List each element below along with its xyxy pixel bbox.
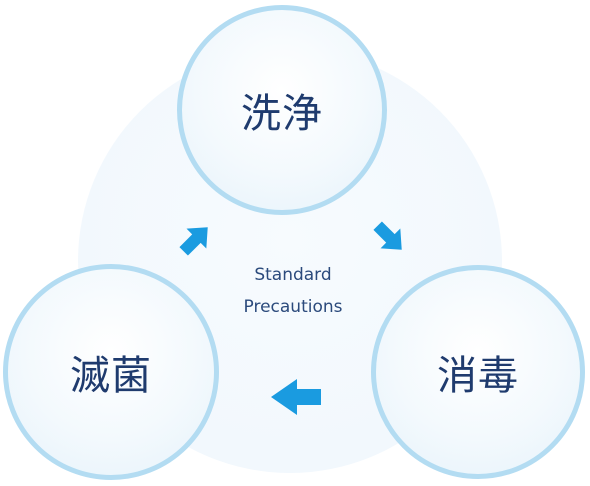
node-cleaning: 洗浄 <box>177 5 387 215</box>
node-sterilization-label: 滅菌 <box>70 353 152 399</box>
node-cleaning-label: 洗浄 <box>241 91 323 137</box>
arrow-up-right-icon <box>170 220 220 260</box>
center-label-line1: Standard <box>254 265 332 285</box>
center-label: Standard Precautions <box>193 259 393 323</box>
node-sterilization: 滅菌 <box>3 264 219 480</box>
arrow-left-icon <box>271 377 321 417</box>
node-disinfection: 消毒 <box>371 265 585 479</box>
node-disinfection-label: 消毒 <box>437 353 519 399</box>
arrow-down-right-icon <box>364 217 414 257</box>
center-label-line2: Precautions <box>243 297 343 317</box>
